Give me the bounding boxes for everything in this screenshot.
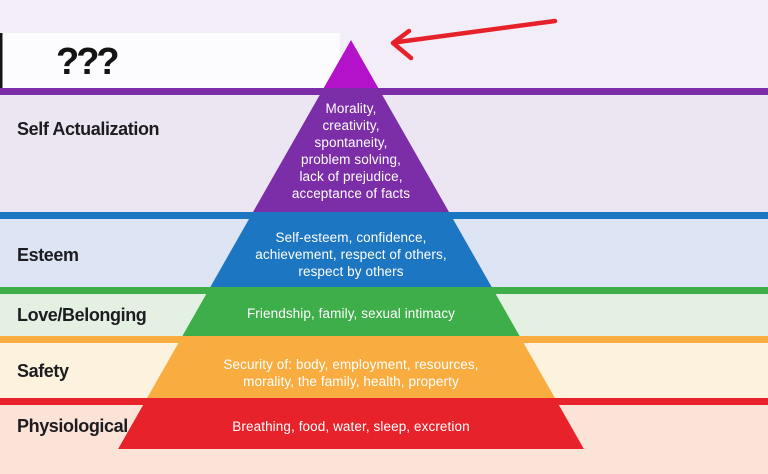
- pyramid-segment-safety: [147, 336, 555, 398]
- divider-safety: [0, 336, 768, 343]
- level-items-line: achievement, respect of others,: [255, 247, 446, 262]
- level-items-love-belonging: Friendship, family, sexual intimacy: [247, 306, 455, 321]
- arrow-shaft: [395, 18, 558, 45]
- annotation-arrow: [390, 18, 558, 61]
- level-items-line: Breathing, food, water, sleep, excretion: [232, 419, 469, 434]
- question-white-box: [2, 33, 340, 88]
- pyramid-segment-love-belonging: [182, 287, 520, 336]
- level-label-esteem: Esteem: [17, 245, 79, 265]
- level-label-physiological: Physiological: [17, 416, 128, 436]
- level-label-safety: Safety: [17, 361, 69, 381]
- level-items-line: spontaneity,: [315, 135, 388, 150]
- level-items-self-actualization: Morality, creativity, spontaneity, probl…: [292, 101, 410, 201]
- divider-love-belonging: [0, 287, 768, 294]
- level-label-self-actualization: Self Actualization: [17, 119, 159, 139]
- level-items-line: Friendship, family, sexual intimacy: [247, 306, 455, 321]
- level-items-line: lack of prejudice,: [299, 169, 402, 184]
- level-label-love-belonging: Love/Belonging: [17, 305, 146, 325]
- divider-self-actualization: [0, 88, 768, 95]
- divider-esteem: [0, 212, 768, 219]
- level-items-safety: Security of: body, employment, resources…: [223, 357, 478, 389]
- level-items-line: creativity,: [322, 118, 379, 133]
- pyramid-segment-esteem: [210, 212, 492, 287]
- level-items-line: problem solving,: [301, 152, 401, 167]
- level-items-line: morality, the family, health, property: [243, 374, 459, 389]
- divider-physiological: [0, 398, 768, 405]
- level-items-line: Security of: body, employment, resources…: [223, 357, 478, 372]
- level-items-physiological: Breathing, food, water, sleep, excretion: [232, 419, 469, 434]
- level-items-esteem: Self-esteem, confidence, achievement, re…: [255, 230, 446, 279]
- level-items-line: respect by others: [298, 264, 403, 279]
- level-items-line: Self-esteem, confidence,: [276, 230, 427, 245]
- pyramid-tip-segment: [323, 40, 379, 88]
- pyramid-segment-self-actualization: [253, 88, 449, 212]
- pyramid-segment-physiological: [118, 398, 584, 449]
- question-marks: ???: [56, 41, 118, 83]
- question-box-edge-line: [0, 33, 3, 88]
- level-items-line: Morality,: [326, 101, 377, 116]
- arrow-head: [390, 28, 414, 61]
- level-items-line: acceptance of facts: [292, 186, 410, 201]
